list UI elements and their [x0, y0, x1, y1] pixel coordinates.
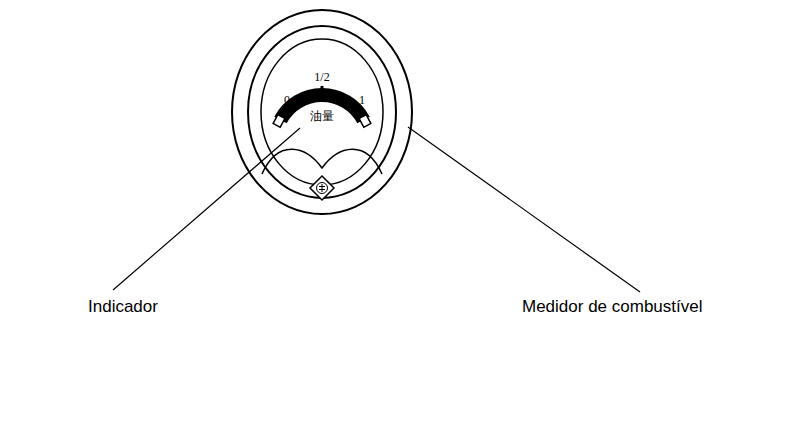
part-name: Indicador: [88, 298, 158, 317]
scale-value: 1: [359, 94, 365, 107]
gauge-caption: 油量: [310, 110, 334, 123]
full-marker: [359, 115, 371, 128]
gauge-outer-ring: [232, 10, 412, 214]
fuel-symbol: [310, 176, 334, 200]
gauge-face: [261, 39, 383, 185]
scale-value: 0: [284, 94, 290, 107]
empty-marker: [273, 115, 285, 128]
gauge-middle-ring: [248, 26, 396, 198]
scale-value: 1/2: [314, 71, 329, 84]
gauge-bezel-wave: [262, 149, 382, 174]
part-name: Medidor de combustível: [522, 298, 702, 317]
leader-line: [408, 127, 640, 292]
half-tick: [321, 86, 324, 102]
leader-line: [113, 128, 300, 290]
